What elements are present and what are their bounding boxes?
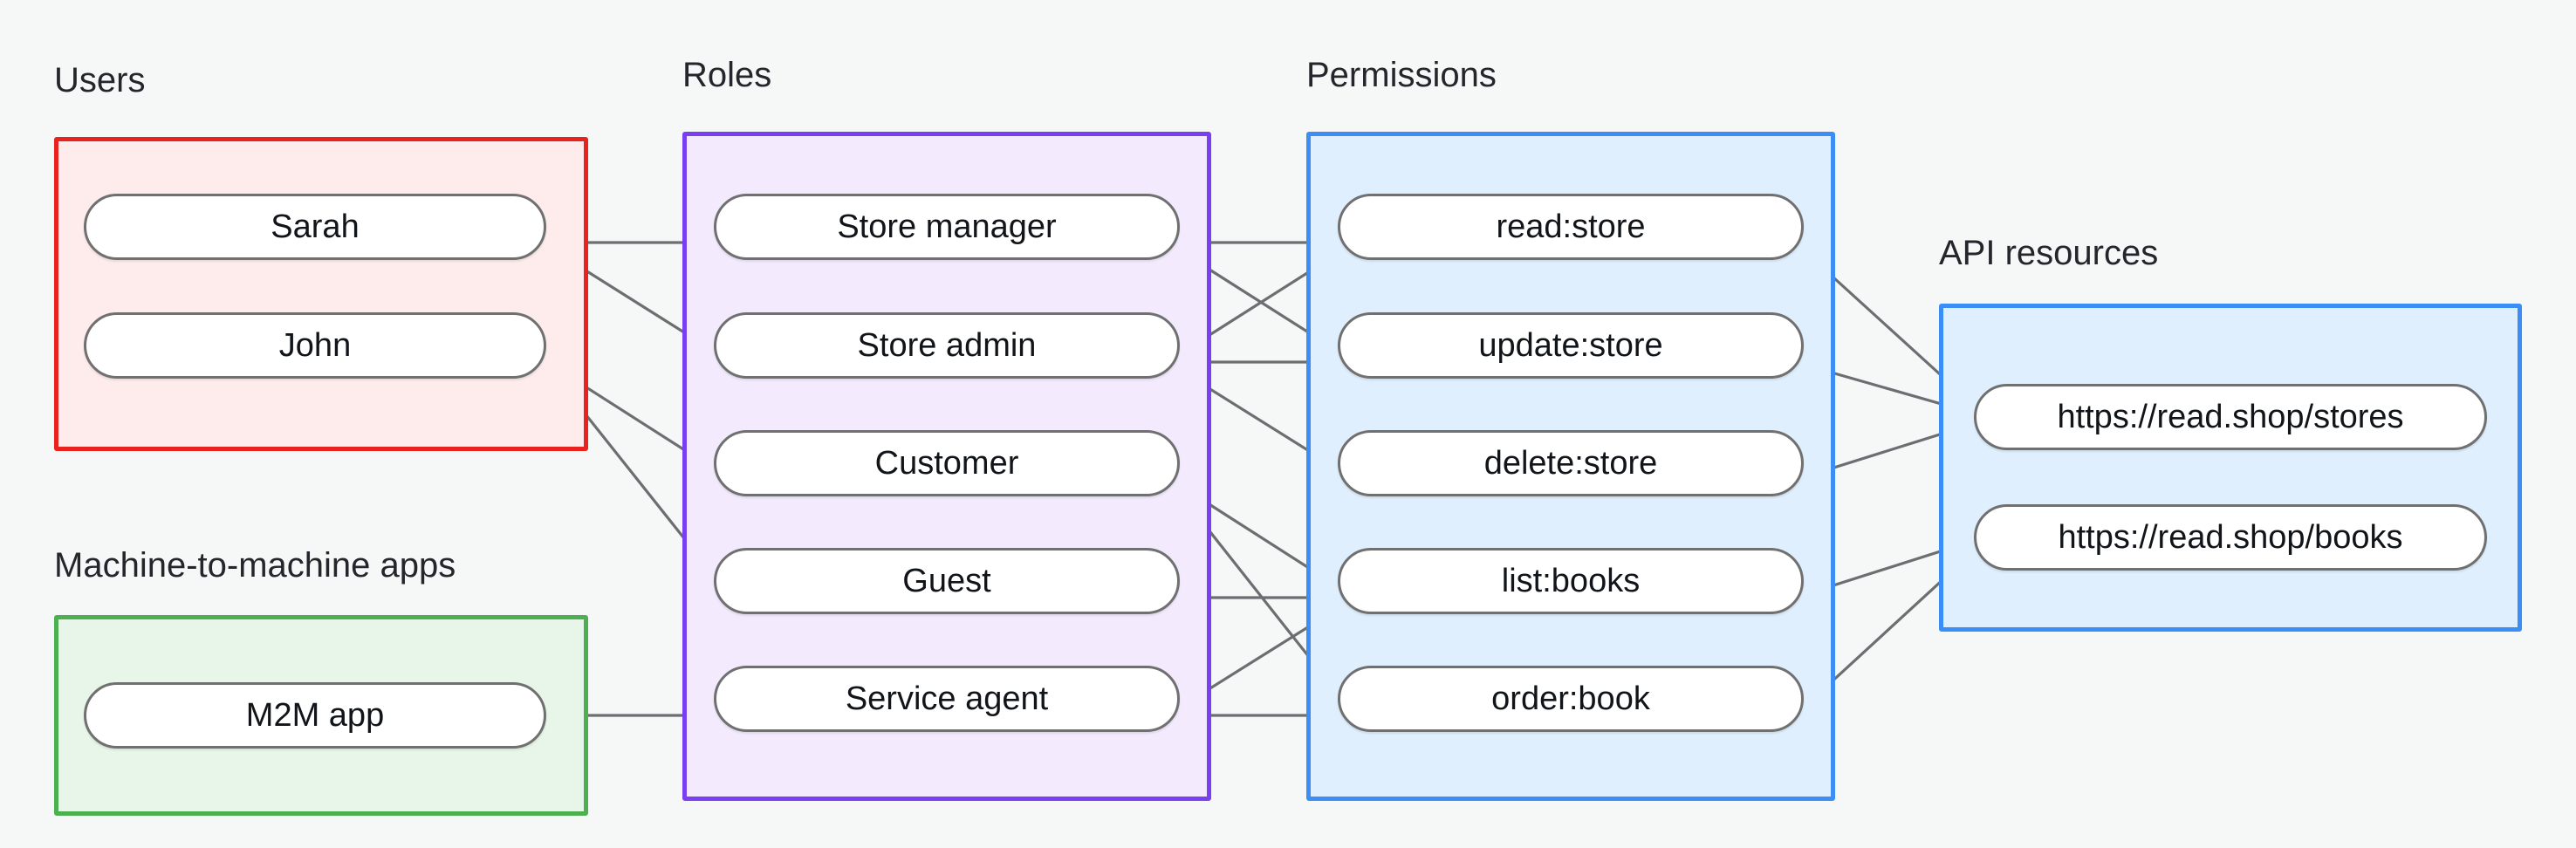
node-label-update-store: update:store	[1478, 327, 1663, 364]
group-label-roles: Roles	[682, 56, 772, 94]
node-john[interactable]: John	[84, 312, 546, 379]
node-label-john: John	[278, 327, 352, 364]
node-label-store-admin: Store admin	[857, 327, 1037, 364]
group-label-m2m: Machine-to-machine apps	[54, 546, 456, 585]
node-customer[interactable]: Customer	[714, 430, 1180, 496]
node-label-sarah: Sarah	[271, 209, 360, 245]
node-label-customer: Customer	[874, 445, 1019, 482]
group-label-permissions: Permissions	[1306, 56, 1497, 94]
node-label-read-store: read:store	[1496, 209, 1646, 245]
node-guest[interactable]: Guest	[714, 548, 1180, 614]
group-users	[54, 137, 588, 451]
node-label-res-stores: https://read.shop/stores	[2057, 399, 2404, 435]
node-read-store[interactable]: read:store	[1338, 194, 1804, 260]
group-label-users: Users	[54, 61, 146, 99]
node-order-book[interactable]: order:book	[1338, 666, 1804, 732]
node-label-list-books: list:books	[1501, 563, 1641, 599]
group-label-api-resources: API resources	[1939, 234, 2159, 272]
node-store-manager[interactable]: Store manager	[714, 194, 1180, 260]
node-label-guest: Guest	[902, 563, 991, 599]
node-label-order-book: order:book	[1491, 680, 1650, 717]
node-label-delete-store: delete:store	[1483, 445, 1658, 482]
node-res-books[interactable]: https://read.shop/books	[1974, 504, 2487, 571]
node-label-service-agent: Service agent	[845, 680, 1049, 717]
node-label-m2m-app: M2M app	[245, 697, 385, 734]
node-label-res-books: https://read.shop/books	[2058, 519, 2403, 556]
node-sarah[interactable]: Sarah	[84, 194, 546, 260]
node-label-store-manager: Store manager	[837, 209, 1057, 245]
node-delete-store[interactable]: delete:store	[1338, 430, 1804, 496]
node-res-stores[interactable]: https://read.shop/stores	[1974, 384, 2487, 450]
node-update-store[interactable]: update:store	[1338, 312, 1804, 379]
group-api-resources	[1939, 304, 2522, 632]
node-service-agent[interactable]: Service agent	[714, 666, 1180, 732]
node-m2m-app[interactable]: M2M app	[84, 682, 546, 749]
node-list-books[interactable]: list:books	[1338, 548, 1804, 614]
node-store-admin[interactable]: Store admin	[714, 312, 1180, 379]
